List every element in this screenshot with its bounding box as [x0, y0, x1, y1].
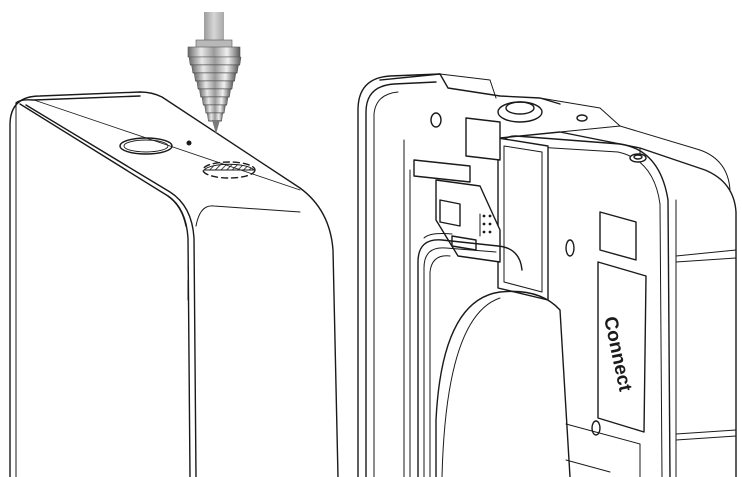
- drill-step: [188, 56, 242, 66]
- terminal-pins: [482, 214, 492, 234]
- step-drill-bit-icon: [187, 12, 242, 134]
- drill-step: [206, 112, 224, 122]
- drill-target-mark: [202, 163, 256, 171]
- drill-step: [199, 88, 231, 98]
- drill-step: [201, 96, 229, 106]
- enclosure-cover-icon: [9, 91, 339, 477]
- connect-label: Connect: [599, 315, 635, 394]
- drill-step: [191, 64, 239, 74]
- drill-step: [204, 104, 226, 114]
- drill-step: [196, 80, 234, 90]
- enclosure-base-icon: [357, 73, 737, 477]
- drill-step: [193, 72, 237, 82]
